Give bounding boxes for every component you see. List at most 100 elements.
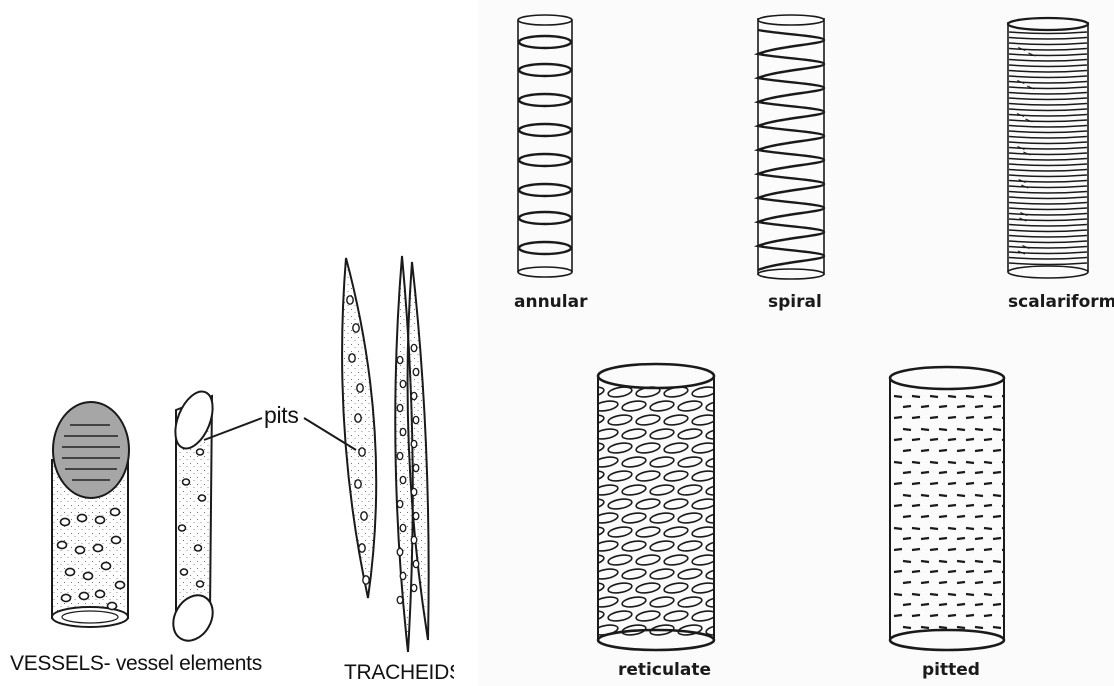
reticulate-mesh [649,427,674,440]
pit-mark [921,495,929,496]
pit [195,545,202,551]
reticulate-mesh [705,595,730,608]
pit [400,572,406,579]
pit [400,380,406,387]
pit [197,449,204,455]
pit [411,536,417,543]
scalariform-bar [1009,203,1087,205]
pit-mark [1002,615,1010,616]
pit-mark [975,561,983,562]
pit [413,560,419,567]
pit-mark [939,604,947,605]
pit [349,354,355,362]
pit [108,602,117,609]
pit-mark [894,594,902,595]
pit-mark [903,604,911,605]
pit-mark [948,396,956,397]
pit-mark [939,429,947,430]
pit-mark [1002,571,1010,572]
reticulate-mesh [607,553,632,566]
pit-mark [939,450,947,451]
scalariform-bar [1009,236,1087,238]
pit-mark [912,571,920,572]
pit-mark [948,571,956,572]
pit-mark [921,538,929,539]
pit-mark [894,528,902,529]
pit-mark [984,528,992,529]
pit-mark [894,483,902,484]
pit-mark [1002,483,1010,484]
reticulate-mesh [621,595,646,608]
pit-mark [993,495,1001,496]
pit [111,508,120,515]
pit-mark [930,505,938,506]
scalariform-bar [1009,60,1087,62]
pit-mark [894,462,902,463]
pit-mark [975,516,983,517]
pit-mark [993,582,1001,583]
reticulate-mesh [607,469,632,482]
pit-mark [966,528,974,529]
pit-mark [966,615,974,616]
pit-mark [993,450,1001,451]
pit-mark [921,450,929,451]
scalariform-bar [1009,98,1087,100]
reticulate-mesh [691,413,716,426]
pit-mark [957,516,965,517]
scalariform-bar [1009,153,1087,155]
pit-mark [984,594,992,595]
reticulate-mesh [663,413,688,426]
annular-ring [519,212,571,224]
reticulate-mesh [607,385,632,398]
pit-mark [984,462,992,463]
reticulate-mesh [649,455,674,468]
pit-mark [957,604,965,605]
scalariform-bar [1009,170,1087,172]
reticulate-mesh [663,609,688,622]
scalariform-label: scalariform [1008,292,1114,312]
reticulate-mesh [621,567,646,580]
reticulate-mesh [705,427,730,440]
pit-mark [948,615,956,616]
scalariform-bar [1009,38,1087,40]
reticulate-mesh [691,525,716,538]
pit-mark [939,561,947,562]
scalariform-bar [1009,93,1087,95]
pit-mark [948,528,956,529]
pit [58,541,67,548]
scalariform-bar [1009,241,1087,243]
pit-mark [993,406,1001,407]
scalariform-bar [1009,137,1087,139]
reticulate-mesh [705,399,730,412]
pit-mark [930,417,938,418]
pit-mark [957,627,965,628]
pit-mark [993,561,1001,562]
pit-mark [912,439,920,440]
scalariform-bar [1009,258,1087,260]
pit [181,569,188,575]
vessels-tracheids-panel: pits VESSELS- vessel elements TRACHEIDS [0,0,470,686]
pit-mark [948,549,956,550]
pit-mark [966,505,974,506]
pit [78,514,87,521]
tracheids-label: TRACHEIDS [344,661,454,685]
annular-ring [519,184,571,196]
reticulate-mesh [705,623,730,636]
pit-mark [930,483,938,484]
pit-mark [957,472,965,473]
pit-mark [903,450,911,451]
pit [357,384,363,392]
pit-mark [993,472,1001,473]
reticulate-mesh [607,413,632,426]
pit-mark [975,406,983,407]
reticulate-mesh [579,385,604,398]
reticulate-mesh [621,399,646,412]
pit-mark [912,549,920,550]
annular-ring [519,154,571,166]
reticulate-label: reticulate [618,660,711,680]
pit-mark [930,439,938,440]
pit-mark [903,582,911,583]
reticulate-mesh [635,553,660,566]
pit [102,562,111,569]
reticulate-mesh [621,483,646,496]
